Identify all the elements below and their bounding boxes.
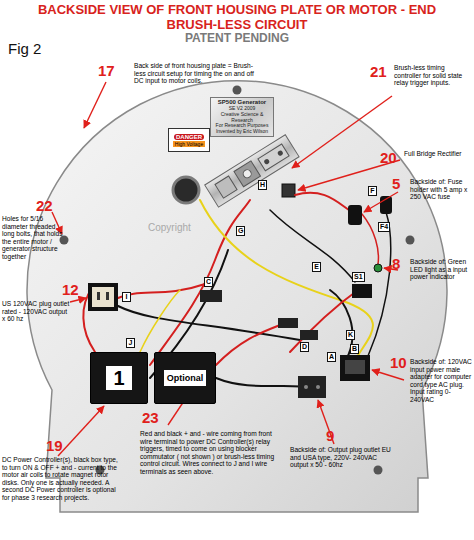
name-plate: SP500 GeneratorSE V2 2009Creative Scienc… xyxy=(210,97,274,137)
node-text: J xyxy=(129,339,133,347)
callout-text: Full Bridge Rectifier xyxy=(404,150,470,158)
switch xyxy=(352,284,372,298)
led xyxy=(374,264,382,272)
terminal-tag: I xyxy=(122,292,131,302)
node-text: A xyxy=(329,353,334,361)
callout-text: US 120VAC plug outlet rated - 120VAC out… xyxy=(2,300,72,323)
figure-label: Fig 2 xyxy=(8,40,68,57)
callout-number: 17 xyxy=(98,63,122,78)
bridge-rectifier xyxy=(282,184,295,197)
node-text: I xyxy=(126,293,128,301)
node-text: DANGER xyxy=(174,134,204,140)
callout-number: 12 xyxy=(62,282,86,297)
terminal-tag: G xyxy=(236,226,245,236)
terminal-tag: B xyxy=(350,344,359,354)
bolt-hole xyxy=(233,86,242,95)
node-text: E xyxy=(314,263,319,271)
node-text: 1 xyxy=(106,366,132,390)
callout-text: Backside of: 120VAC input power male ada… xyxy=(410,358,472,403)
terminal-block xyxy=(278,318,298,328)
callout-text: Backside of: Fuse holder with 5 amp x 25… xyxy=(410,178,472,201)
warning-sticker: DANGERHigh Voltage xyxy=(168,128,210,152)
node-text: B xyxy=(352,345,357,353)
callout-number: 9 xyxy=(326,428,342,443)
callout-number: 21 xyxy=(370,64,394,79)
node-text: F xyxy=(370,187,374,195)
terminal-tag: C xyxy=(204,277,213,287)
node-text: Invented by Eric Wilson xyxy=(216,129,268,135)
node-text: D xyxy=(302,343,307,351)
node-text: High Voltage xyxy=(173,141,205,147)
node-text: Creative Science & Research xyxy=(213,112,271,124)
terminal-tag: E xyxy=(312,262,321,272)
leader-lines xyxy=(52,82,404,456)
bolt-hole xyxy=(406,236,415,245)
node-text: Optional xyxy=(164,370,207,386)
dc-power-controller: 1 xyxy=(90,352,148,404)
terminal-tag: F4 xyxy=(378,222,390,232)
terminal-tag: D xyxy=(300,342,309,352)
title: BACKSIDE VIEW OF FRONT HOUSING PLATE OR … xyxy=(20,2,454,32)
terminal-tag: F xyxy=(368,186,377,196)
dc-power-controller: Optional xyxy=(154,352,216,404)
terminal-tag: A xyxy=(327,352,336,362)
terminal-tag: H xyxy=(258,180,267,190)
terminal-tag: S1 xyxy=(352,272,365,282)
node-text: S1 xyxy=(354,273,363,281)
callout-text: DC Power Controller(s), black box type, … xyxy=(2,456,124,501)
watermark: Copyright xyxy=(148,222,218,233)
terminal-block xyxy=(200,290,222,302)
callout-text: Back side of front housing plate = Brush… xyxy=(134,62,262,85)
input-plug xyxy=(340,355,370,381)
output-outlet xyxy=(298,376,326,398)
callout-number: 23 xyxy=(142,410,166,425)
node-text: F4 xyxy=(380,223,388,231)
fuse-holder xyxy=(348,205,362,225)
callout-text: Brush-less timing controller for solid s… xyxy=(394,64,472,87)
node-text: C xyxy=(206,278,211,286)
callout-text: Red and black + and - wire coming from f… xyxy=(140,430,282,475)
callout-number: 5 xyxy=(392,176,408,191)
subtitle: PATENT PENDING xyxy=(0,31,474,45)
node-text: G xyxy=(238,227,243,235)
node-text: H xyxy=(260,181,265,189)
callout-number: 20 xyxy=(380,150,404,165)
callout-number: 22 xyxy=(36,198,60,213)
housing-plate xyxy=(27,81,447,512)
bolt-hole xyxy=(374,466,383,475)
terminal-block xyxy=(300,330,318,340)
node-text: K xyxy=(348,331,353,339)
timing-controller xyxy=(205,135,299,207)
us-outlet xyxy=(88,283,118,311)
shaft-hole xyxy=(173,177,199,203)
terminal-tag: K xyxy=(346,330,355,340)
callout-number: 19 xyxy=(46,438,70,453)
callout-text: Holes for 5/16 diameter threaded long bo… xyxy=(2,215,68,260)
callout-text: Backside of: Output plug outlet EU and U… xyxy=(290,446,392,469)
node-text: SP500 Generator xyxy=(218,99,266,106)
terminal-tag: J xyxy=(126,338,135,348)
callout-text: Backside of: Green LED light as a input … xyxy=(410,258,472,281)
callout-number: 8 xyxy=(392,256,408,271)
